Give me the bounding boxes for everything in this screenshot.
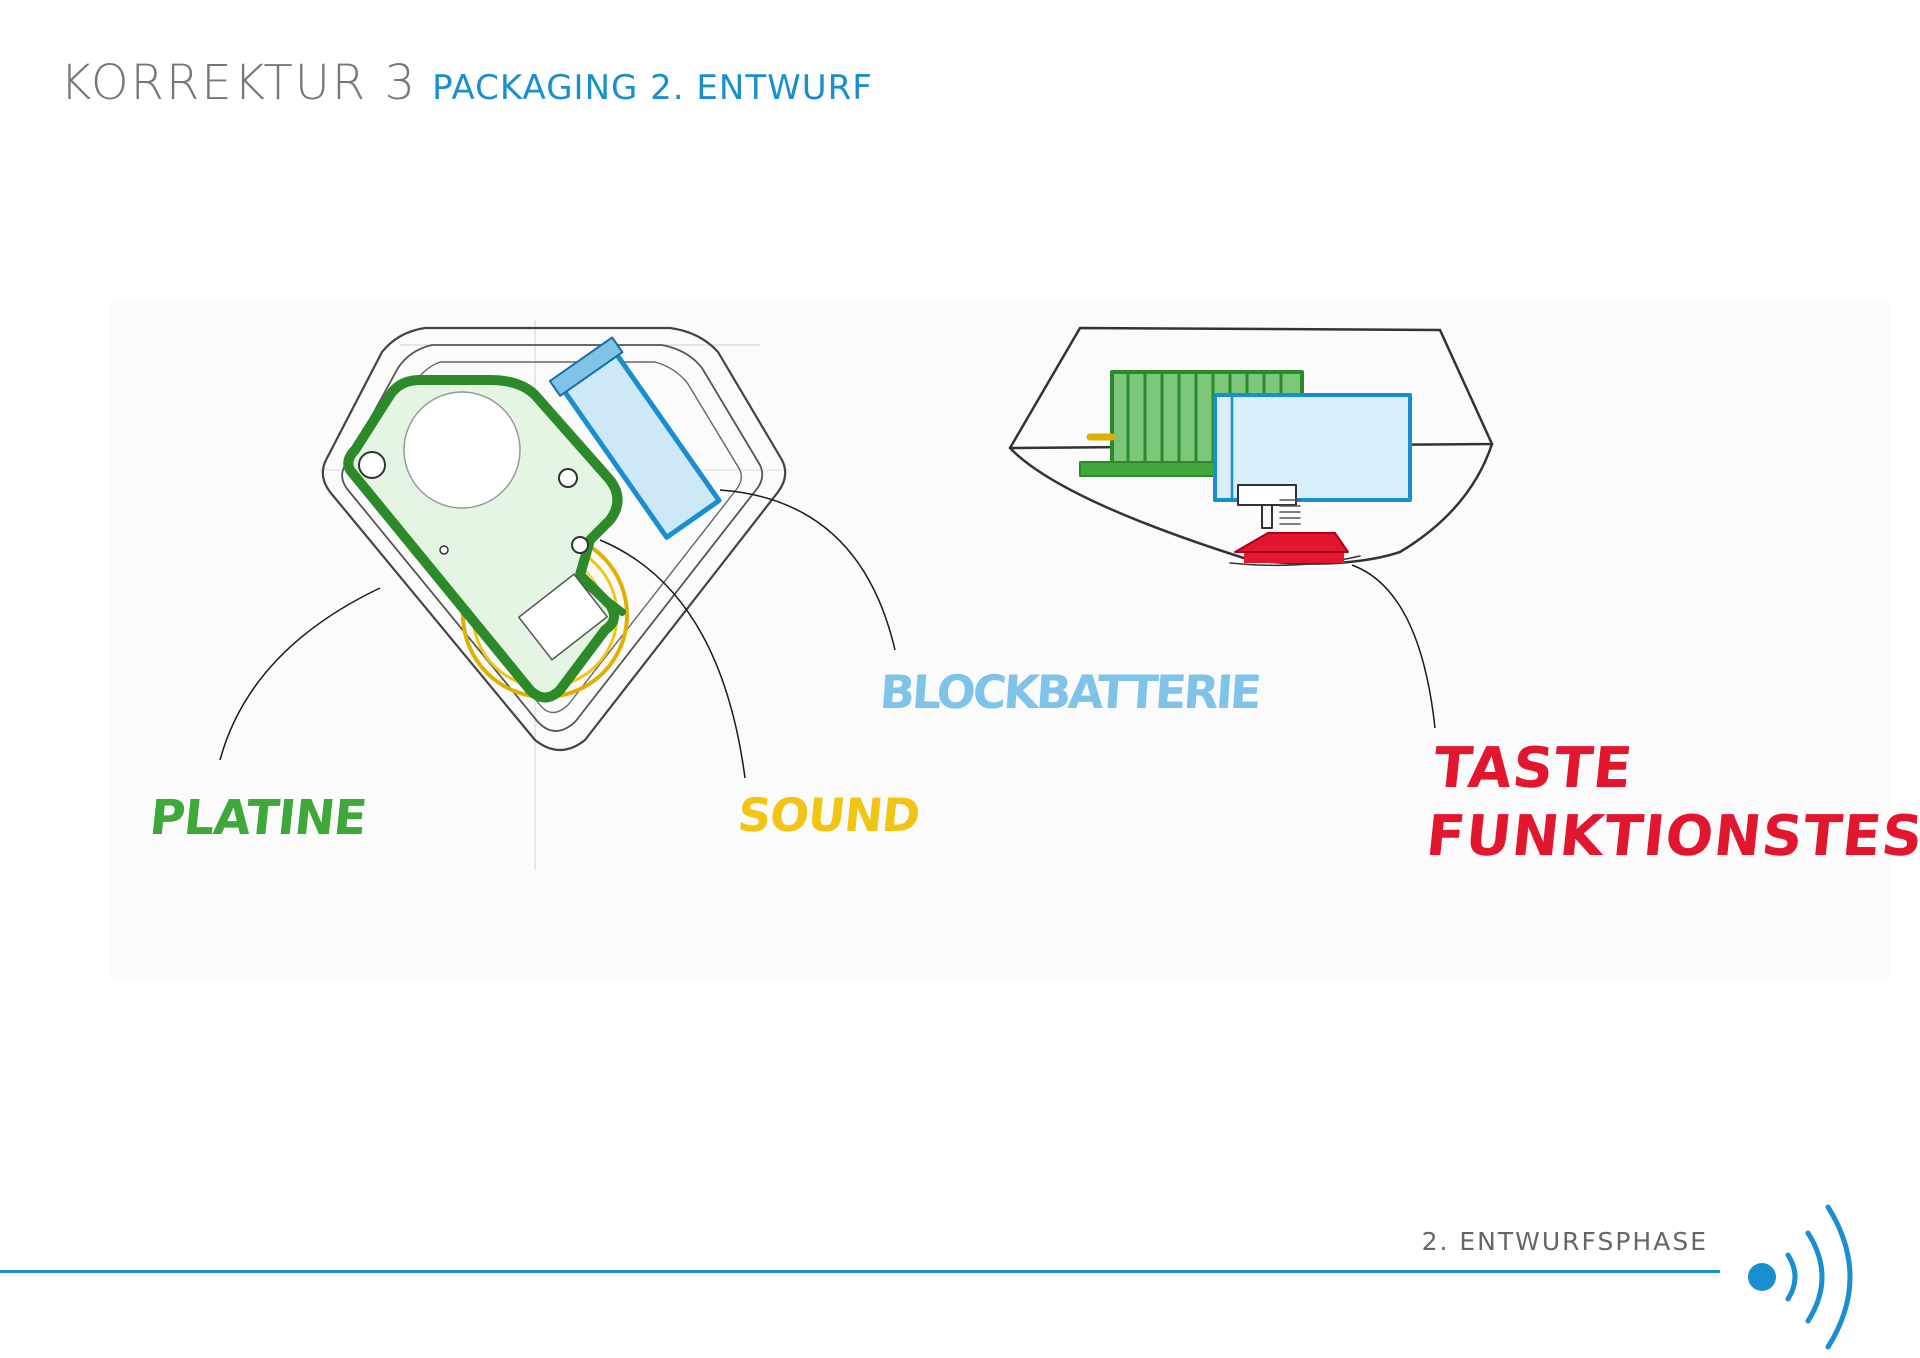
- label-taste-funktionstest: TASTE FUNKTIONSTEST: [1423, 735, 1920, 872]
- title-main: KORREKTUR 3: [60, 55, 418, 111]
- top-view-sketch: [319, 319, 791, 871]
- leader-line-blockbatterie: [719, 489, 896, 651]
- leader-line-taste: [1351, 564, 1436, 729]
- side-view-sketch: [1008, 326, 1494, 567]
- label-blockbatterie: BLOCKBATTERIE: [878, 665, 1261, 719]
- label-platine: PLATINE: [147, 790, 369, 846]
- leader-line-sound: [599, 539, 746, 779]
- title-sub: PACKAGING 2. ENTWURF: [432, 68, 873, 108]
- page-title: KORREKTUR 3 PACKAGING 2. ENTWURF: [60, 55, 873, 111]
- sketch-paper: [110, 300, 1890, 980]
- footer-phase: 2. ENTWURFSPHASE: [1421, 1227, 1708, 1256]
- label-sound: SOUND: [735, 788, 923, 842]
- leader-lines: [219, 489, 1436, 779]
- label-taste-line1: TASTE: [1430, 736, 1637, 801]
- leader-line-platine: [219, 587, 381, 761]
- footer-divider: [0, 1270, 1720, 1273]
- label-taste-line2: FUNKTIONSTEST: [1423, 804, 1920, 870]
- signal-wave-icon: [1748, 1204, 1853, 1350]
